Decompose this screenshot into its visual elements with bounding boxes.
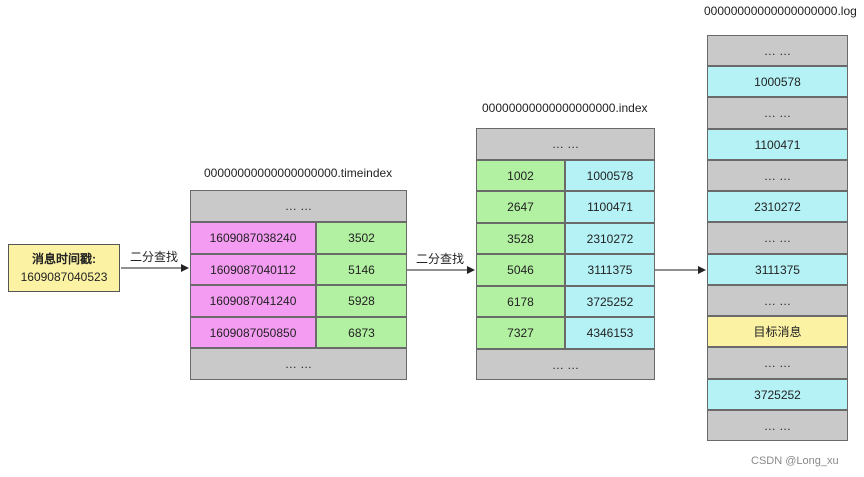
index-offset: 7327 (476, 317, 565, 349)
log-ellipsis-cell: … … (707, 222, 848, 254)
source-timestamp-box: 消息时间戳: 1609087040523 (8, 244, 120, 292)
index-offset: 6178 (476, 286, 565, 317)
index-position: 1000578 (565, 160, 655, 191)
index-offset: 5046 (476, 254, 565, 286)
log-position-cell: 1000578 (707, 66, 848, 97)
timeindex-filename: 00000000000000000000.timeindex (204, 166, 393, 180)
timeindex-bottom-ellipsis: … … (190, 348, 407, 380)
timeindex-table: … … 1609087038240 3502 1609087040112 514… (190, 190, 407, 380)
timeindex-top-ellipsis: … … (190, 190, 407, 222)
log-ellipsis-cell: … … (707, 285, 848, 316)
source-value: 1609087040523 (20, 270, 108, 284)
source-title: 消息时间戳: (32, 252, 96, 266)
log-ellipsis-cell: … … (707, 160, 848, 191)
log-target-message: 目标消息 (707, 316, 848, 347)
index-offset: 3528 (476, 223, 565, 254)
timeindex-ts: 1609087038240 (190, 222, 316, 254)
index-position: 2310272 (565, 223, 655, 254)
log-position-cell: 1100471 (707, 129, 848, 160)
timeindex-ts: 1609087041240 (190, 285, 316, 317)
arrow2-label: 二分查找 (416, 252, 465, 266)
timeindex-offset: 6873 (316, 317, 407, 348)
index-position: 3111375 (565, 254, 655, 286)
index-position: 3725252 (565, 286, 655, 317)
timeindex-ts: 1609087050850 (190, 317, 316, 348)
watermark: CSDN @Long_xu (751, 455, 839, 467)
index-position: 4346153 (565, 317, 655, 349)
index-offset: 1002 (476, 160, 565, 191)
index-table: … … 1002 1000578 2647 1100471 3528 23102… (476, 128, 655, 380)
log-ellipsis-cell: … … (707, 97, 848, 129)
log-column: … …1000578… …1100471… …2310272… …3111375… (707, 35, 848, 441)
log-filename: 00000000000000000000.log (704, 4, 857, 18)
index-bottom-ellipsis: … … (476, 349, 655, 380)
timeindex-offset: 5146 (316, 254, 407, 285)
log-position-cell: 2310272 (707, 191, 848, 222)
log-ellipsis-cell: … … (707, 347, 848, 379)
timeindex-offset: 3502 (316, 222, 407, 254)
log-ellipsis-cell: … … (707, 410, 848, 441)
index-filename: 00000000000000000000.index (482, 101, 648, 115)
index-position: 1100471 (565, 191, 655, 223)
timeindex-offset: 5928 (316, 285, 407, 317)
log-position-cell: 3111375 (707, 254, 848, 285)
arrow1-label: 二分查找 (130, 250, 179, 264)
index-offset: 2647 (476, 191, 565, 223)
log-ellipsis-cell: … … (707, 35, 848, 66)
timeindex-ts: 1609087040112 (190, 254, 316, 285)
index-top-ellipsis: … … (476, 128, 655, 160)
log-position-cell: 3725252 (707, 379, 848, 410)
